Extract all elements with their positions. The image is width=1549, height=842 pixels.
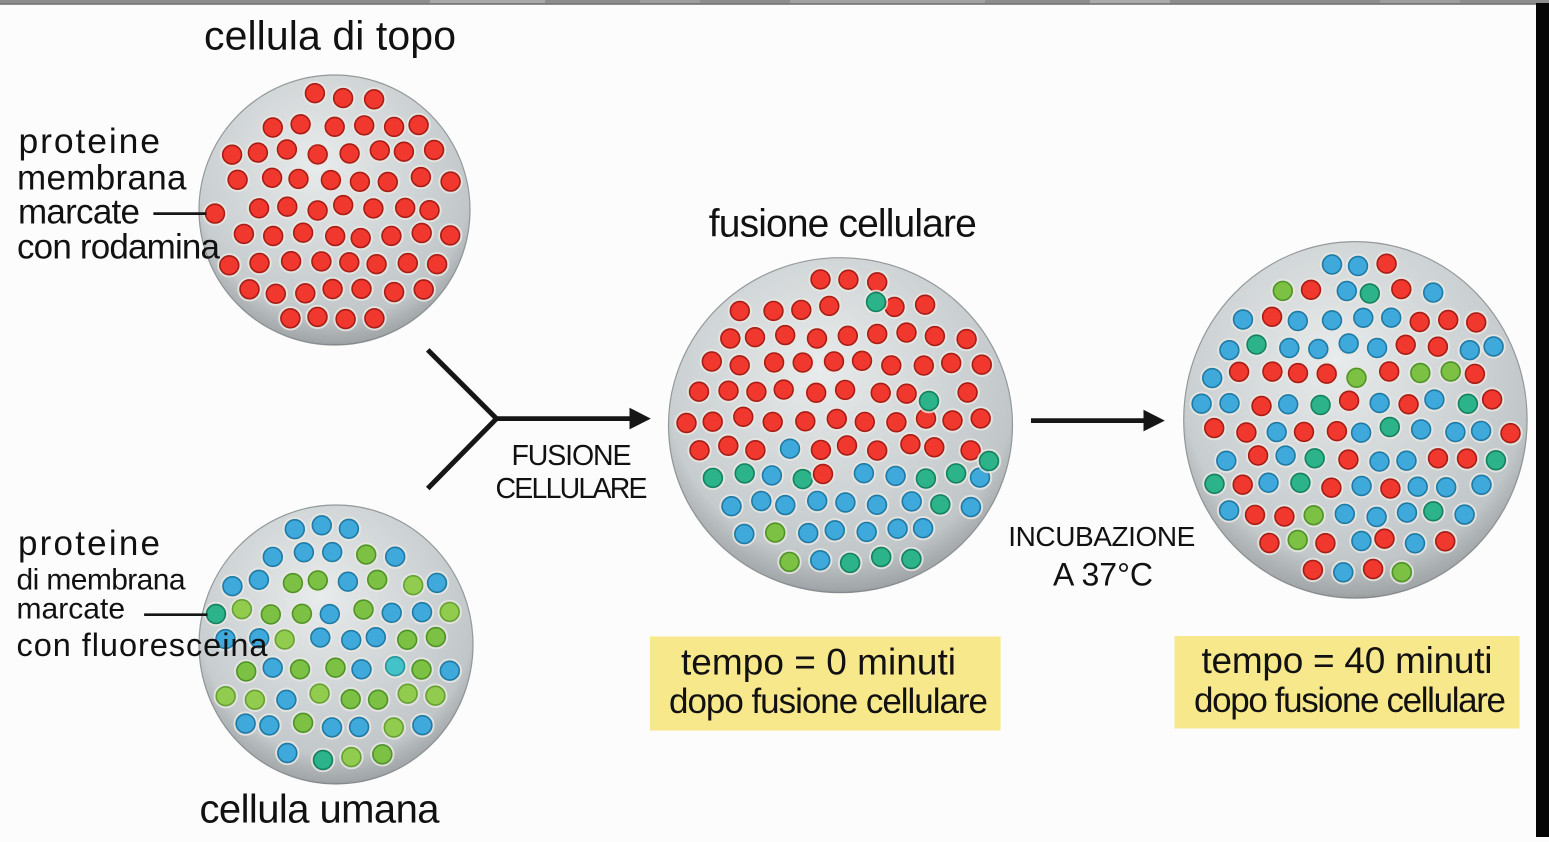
svg-text:tempo = 40 minuti: tempo = 40 minuti (1202, 640, 1493, 681)
svg-text:marcate: marcate (18, 193, 140, 232)
svg-text:con fluoresceina: con fluoresceina (17, 627, 269, 663)
svg-text:dopo fusione cellulare: dopo fusione cellulare (1194, 681, 1506, 720)
svg-text:CELLULARE: CELLULARE (496, 473, 648, 505)
svg-text:membrana: membrana (17, 158, 187, 197)
svg-text:proteine: proteine (18, 524, 160, 563)
svg-text:A 37°C: A 37°C (1053, 557, 1153, 593)
svg-text:marcate: marcate (17, 593, 126, 626)
svg-text:proteine: proteine (19, 121, 161, 161)
svg-text:fusione cellulare: fusione cellulare (709, 203, 977, 246)
svg-text:tempo = 0 minuti: tempo = 0 minuti (681, 641, 956, 682)
svg-text:INCUBAZIONE: INCUBAZIONE (1008, 521, 1195, 552)
svg-text:dopo fusione cellulare: dopo fusione cellulare (669, 682, 988, 721)
svg-text:cellula umana: cellula umana (200, 788, 441, 832)
svg-text:con rodamina: con rodamina (17, 227, 221, 266)
svg-text:di membrana: di membrana (17, 564, 186, 597)
svg-text:FUSIONE: FUSIONE (512, 440, 632, 472)
svg-text:cellula di topo: cellula di topo (204, 13, 456, 59)
